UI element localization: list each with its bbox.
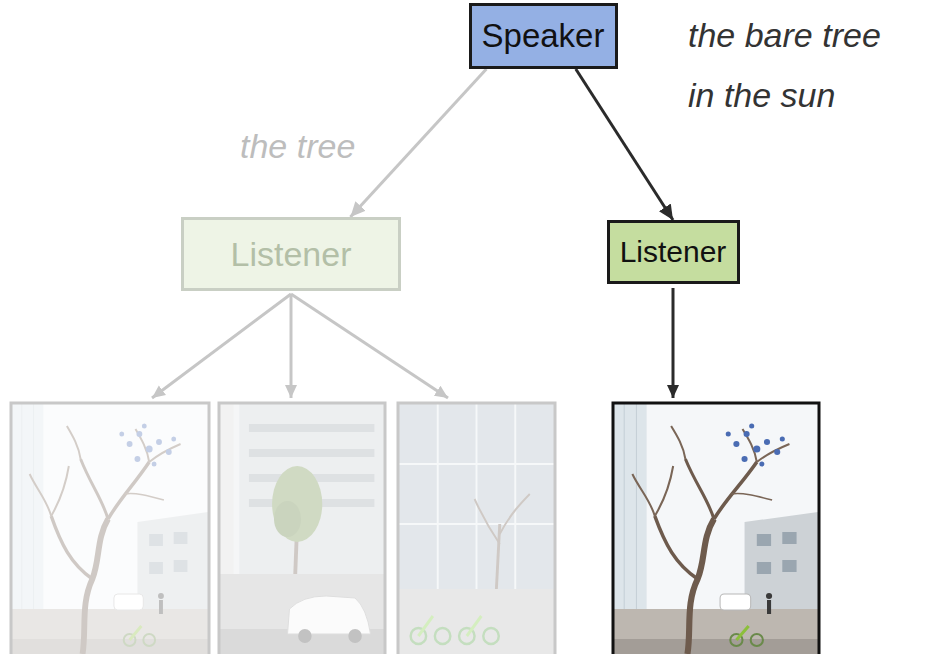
street-photo bbox=[12, 404, 208, 654]
photo-frame bbox=[613, 403, 819, 654]
street-photo bbox=[614, 404, 818, 654]
street-photo bbox=[220, 404, 384, 654]
choice-arrow bbox=[152, 294, 291, 398]
choice-arrow bbox=[291, 294, 448, 398]
edge-label: the bare tree in the sun bbox=[688, 6, 903, 125]
choice-arrow bbox=[672, 288, 675, 398]
photo-frame bbox=[398, 403, 555, 654]
node-label: Listener bbox=[620, 235, 727, 269]
photo-frame bbox=[11, 403, 209, 654]
speaker-box: Speaker bbox=[469, 3, 618, 69]
photo-frame bbox=[219, 403, 385, 654]
choice-arrow bbox=[290, 294, 293, 398]
listener-box: Listener bbox=[607, 220, 740, 284]
connector-arrow bbox=[350, 69, 486, 217]
listener-box: Listener bbox=[181, 217, 401, 291]
edge-label: the tree bbox=[240, 126, 355, 167]
street-photo bbox=[399, 404, 554, 654]
node-label: Speaker bbox=[482, 17, 605, 55]
faded-photo-group bbox=[12, 404, 554, 654]
node-label: Listener bbox=[231, 235, 352, 274]
connector-arrow bbox=[576, 69, 673, 220]
